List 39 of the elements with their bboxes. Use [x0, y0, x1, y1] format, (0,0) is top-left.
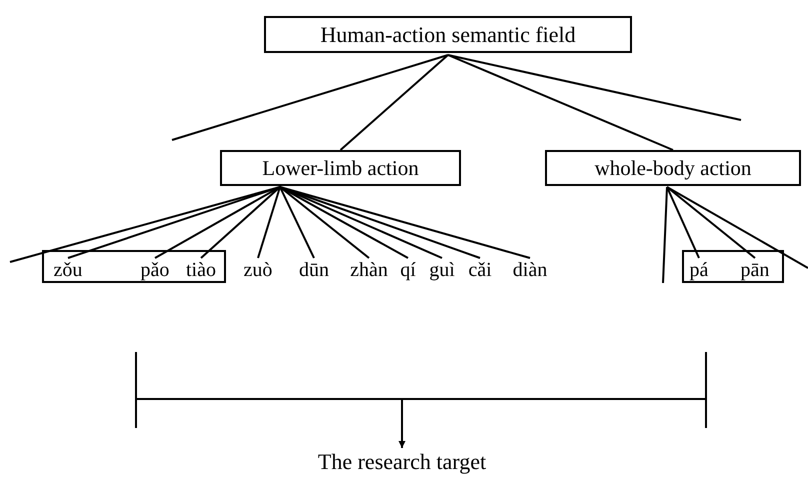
target-label: The research target — [291, 448, 513, 476]
word-label: pān — [730, 258, 780, 282]
branch-line — [448, 54, 674, 151]
branch-line — [666, 186, 808, 269]
word-label: pǎo — [134, 258, 176, 282]
word-group-box — [682, 250, 784, 283]
word-label: pá — [685, 258, 713, 282]
word-label: diàn — [504, 258, 556, 282]
word-label: tiào — [179, 258, 223, 282]
branch-line — [666, 186, 756, 259]
word-label: qí — [397, 258, 419, 282]
branch-line — [666, 186, 700, 258]
branch-line — [68, 186, 280, 259]
branch-line — [280, 186, 480, 259]
word-label: cǎi — [462, 258, 498, 282]
range-bracket — [134, 350, 708, 430]
branch-line — [448, 54, 742, 121]
arrow — [398, 399, 406, 448]
word-label: guì — [426, 258, 458, 282]
branch-line — [257, 186, 281, 258]
branch-line — [200, 186, 281, 259]
category-box: whole-body action — [545, 150, 801, 186]
branch-line — [279, 186, 315, 258]
branch-line — [340, 54, 449, 151]
branch-line — [662, 186, 668, 284]
word-group-box — [42, 250, 226, 283]
branch-line — [280, 186, 408, 259]
category-box: Human-action semantic field — [264, 16, 632, 53]
branch-line — [154, 186, 280, 259]
word-label: zuò — [238, 258, 278, 282]
category-box: Lower-limb action — [220, 150, 461, 186]
branch-line — [172, 54, 448, 141]
branch-line — [280, 186, 530, 259]
word-label: zǒu — [46, 258, 90, 282]
word-label: zhàn — [346, 258, 392, 282]
word-label: dūn — [289, 258, 339, 282]
branch-line — [279, 186, 370, 259]
branch-line — [10, 186, 280, 263]
branch-line — [280, 186, 442, 259]
